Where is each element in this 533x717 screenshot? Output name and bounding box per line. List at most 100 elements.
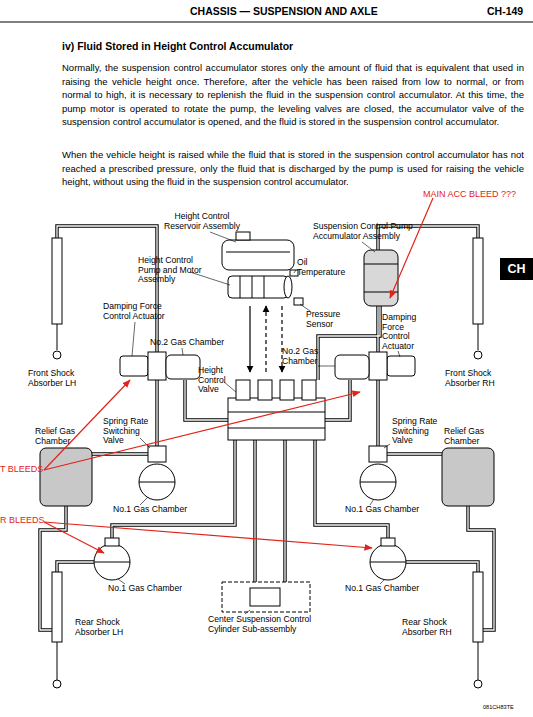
gas-sphere — [94, 544, 130, 580]
part-label: Height Control Valve — [198, 366, 234, 395]
pump-end — [284, 276, 292, 298]
pipe-inner — [40, 226, 494, 630]
part-label: Damping Force Control Actuator — [382, 313, 420, 351]
sphere-seam — [139, 482, 175, 483]
part-label: Relief Gas Chamber — [444, 427, 492, 446]
gas-chamber — [335, 355, 369, 379]
relief-chamber — [442, 448, 494, 506]
body-paragraph: When the vehicle height is raised while … — [62, 148, 524, 189]
red-arrow — [44, 392, 360, 470]
part-label: Spring Rate Switching Valve — [103, 417, 153, 446]
part-label: No.2 Gas Chamber — [150, 338, 224, 348]
reservoir-tank — [222, 240, 294, 270]
leader-line — [210, 232, 236, 242]
section-heading: iv) Fluid Stored in Height Control Accum… — [62, 40, 293, 52]
leader-line — [224, 382, 236, 392]
part-label: Rear Shock Absorber RH — [402, 618, 457, 637]
part-label: Damping Force Control Actuator — [103, 302, 175, 321]
solenoid — [258, 380, 272, 400]
shock-body — [52, 572, 62, 642]
leader-line — [140, 497, 148, 505]
part-label: No.1 Gas Chamber — [345, 584, 419, 594]
leader-line — [245, 610, 250, 614]
pipe — [57, 226, 157, 352]
annotation: R BLEEDS — [0, 515, 45, 525]
oil-temp-sensor — [290, 270, 298, 276]
sphere-valve — [381, 538, 395, 546]
header-rule — [0, 22, 533, 23]
pump-motor — [228, 276, 288, 298]
part-label: No.1 Gas Chamber — [108, 584, 182, 594]
part-label: Spring Rate Switching Valve — [392, 417, 442, 446]
shock-eye — [53, 351, 61, 359]
gas-chamber — [166, 355, 200, 379]
shock-eye — [474, 680, 482, 688]
gas-sphere — [360, 464, 396, 500]
annotation: T BLEEDS — [0, 464, 43, 474]
shock-eye — [53, 680, 61, 688]
part-label: No.1 Gas Chamber — [113, 505, 187, 515]
motor-rib — [252, 276, 253, 298]
part-label: Suspension Control Pump Accumulator Asse… — [313, 222, 423, 241]
relief-chamber — [40, 448, 92, 506]
motor-rib — [264, 276, 265, 298]
gas-sphere — [370, 544, 406, 580]
red-arrow — [44, 522, 104, 553]
fluid-pipes — [40, 226, 494, 630]
accumulator-band — [364, 264, 398, 265]
red-annotation-arrows — [44, 198, 433, 553]
solenoid — [280, 380, 294, 400]
valve-body — [369, 352, 387, 380]
shock-body — [52, 238, 62, 324]
shock-rod — [478, 642, 479, 680]
center-cylinder — [222, 582, 310, 612]
sphere-seam — [360, 482, 396, 483]
part-label: Center Suspension Control Cylinder Sub-a… — [208, 615, 320, 634]
red-arrow — [390, 198, 433, 298]
section-tab: CH — [500, 258, 533, 280]
reservoir-level — [226, 252, 290, 253]
leader-line — [362, 242, 375, 252]
part-label: Height Control Pump and Motor Assembly — [138, 256, 202, 285]
spring-rate-valve — [369, 446, 387, 462]
valve-detail — [228, 428, 325, 429]
part-label: No.2 Gas Chamber — [282, 347, 322, 366]
part-label: Front Shock Absorber LH — [28, 369, 83, 388]
part-label: Height Control Reservoir Assembly — [160, 212, 244, 231]
sphere-valve — [105, 538, 119, 546]
pipe-paths — [40, 226, 494, 630]
flow-arrow — [249, 306, 250, 372]
sphere-seam — [370, 562, 406, 563]
body-paragraph: Normally, the suspension control accumul… — [62, 61, 524, 129]
pipe — [57, 562, 94, 572]
pressure-sensor — [294, 298, 303, 305]
leader-line — [384, 444, 390, 448]
shock-body — [473, 572, 483, 642]
pipe — [406, 562, 478, 572]
flow-arrow — [265, 306, 266, 372]
leader-line — [318, 366, 335, 367]
leader-line — [294, 270, 296, 273]
shock-rod — [57, 642, 58, 680]
components — [40, 232, 494, 688]
part-label: Pressure Sensor — [306, 310, 351, 329]
tab-text: CH — [507, 262, 525, 276]
sphere-seam — [94, 562, 130, 563]
valve-body — [148, 352, 166, 380]
part-label: Rear Shock Absorber LH — [75, 618, 130, 637]
part-label: Oil Temperature — [297, 258, 347, 277]
leader-line — [132, 322, 135, 356]
damping-actuator — [120, 356, 148, 376]
figure-code: 081CH83TE — [483, 704, 514, 710]
shock-rod — [57, 324, 58, 350]
part-label: Front Shock Absorber RH — [445, 369, 500, 388]
annotation: MAIN ACC BLEED ??? — [423, 189, 516, 199]
page-number: CH-149 — [487, 5, 523, 17]
part-label: Relief Gas Chamber — [35, 427, 83, 446]
leader-lines — [118, 232, 400, 614]
shock-body — [473, 238, 483, 324]
leader-line — [182, 348, 183, 355]
part-label: No.1 Gas Chamber — [345, 505, 419, 515]
cylinder-piston — [250, 588, 280, 606]
